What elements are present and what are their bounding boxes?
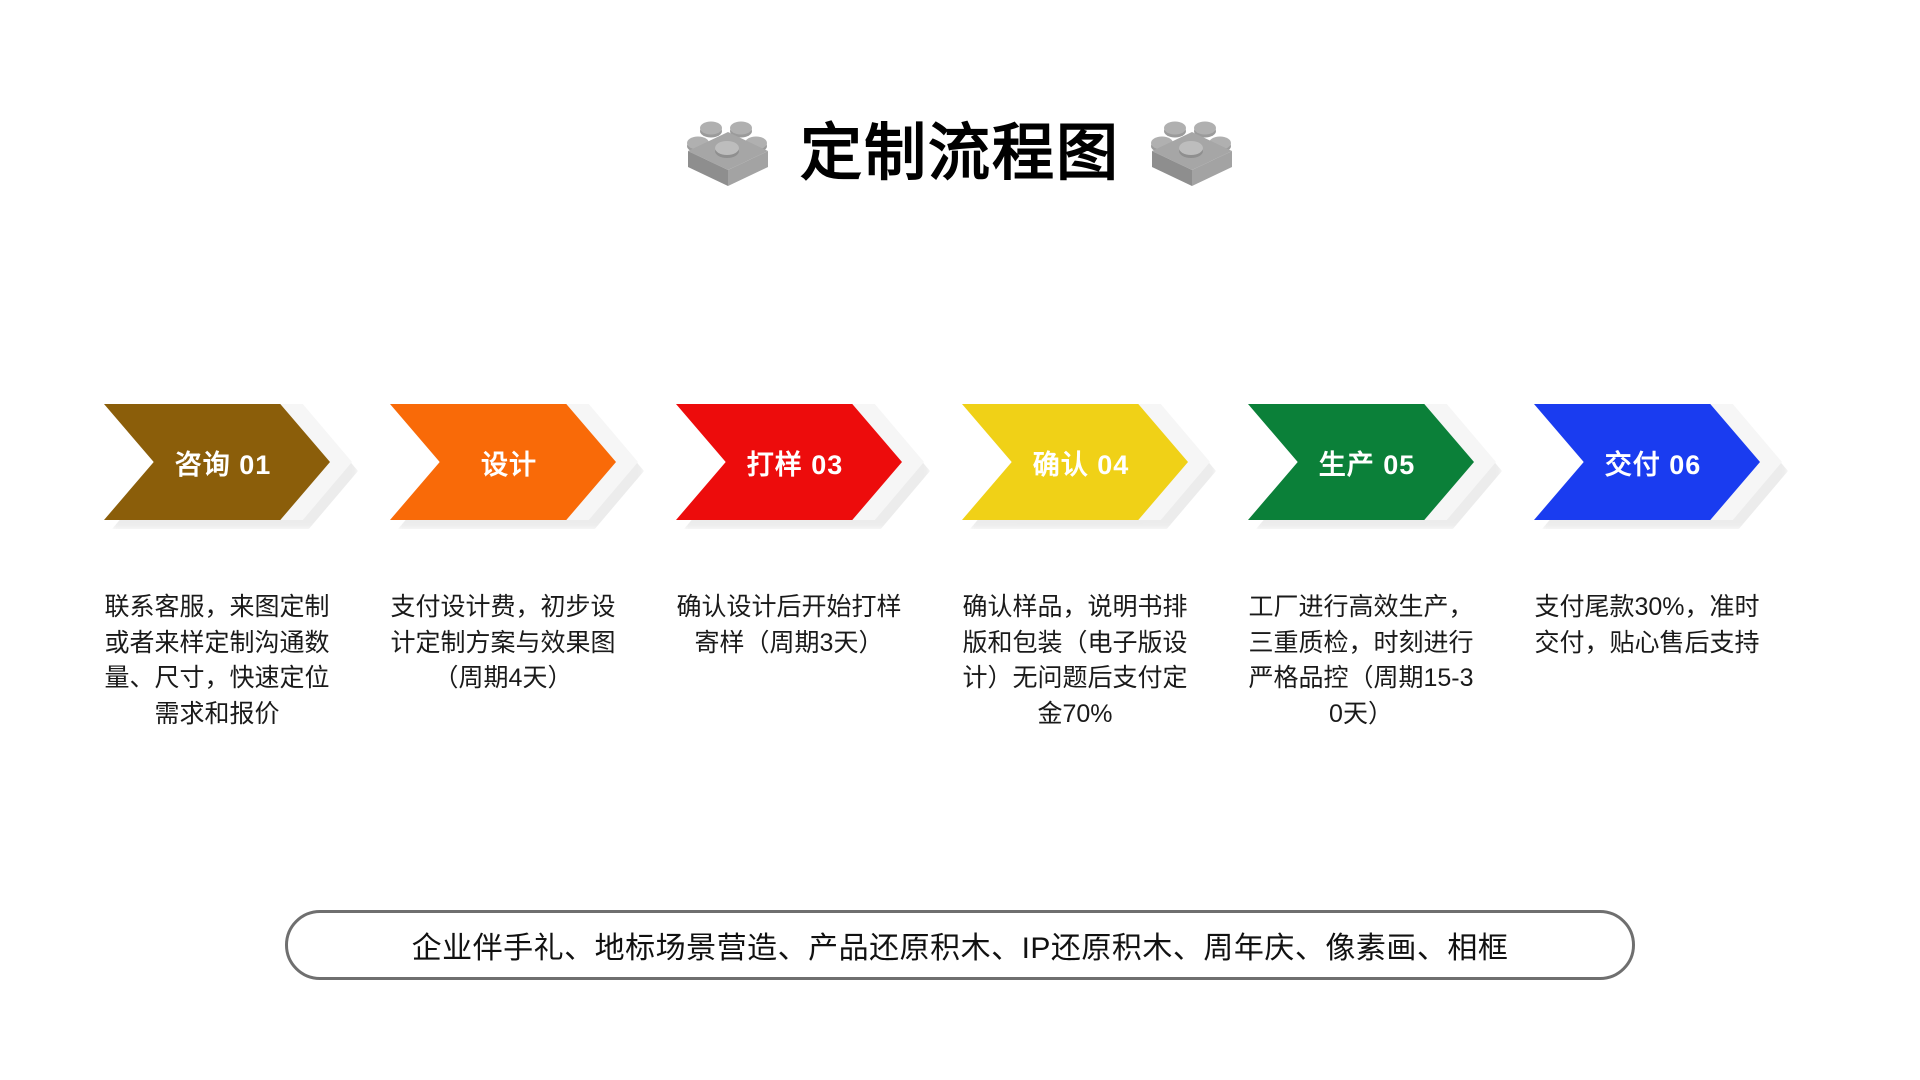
flow-step-label: 生产 05 xyxy=(1318,449,1416,480)
step-descriptions: 联系客服，来图定制或者来样定制沟通数量、尺寸，快速定位需求和报价 支付设计费，初… xyxy=(104,590,1824,732)
flow-step-label: 确认 04 xyxy=(1032,449,1130,480)
flow-step-6[interactable]: 交付 06 xyxy=(1534,404,1788,529)
page-title: 定制流程图 xyxy=(799,119,1120,188)
process-flow: 咨询 01 设计 打样 03 确认 04 生产 05 交付 06 xyxy=(104,404,1824,544)
flow-step-label: 打样 03 xyxy=(746,449,844,480)
flow-step-2[interactable]: 设计 xyxy=(390,404,644,529)
flow-step-1[interactable]: 咨询 01 xyxy=(104,404,358,529)
step-description-2: 支付设计费，初步设计定制方案与效果图（周期4天） xyxy=(390,593,616,692)
flow-step-label: 咨询 01 xyxy=(174,449,272,480)
page-header: 定制流程图 xyxy=(0,118,1920,190)
flow-step-4[interactable]: 确认 04 xyxy=(962,404,1216,529)
step-description-5: 工厂进行高效生产，三重质检，时刻进行严格品控（周期15-30天） xyxy=(1248,593,1474,728)
flow-step-label: 设计 xyxy=(481,449,537,480)
step-description-6: 支付尾款30%，准时交付，贴心售后支持 xyxy=(1534,593,1760,657)
step-description-4: 确认样品，说明书排版和包装（电子版设计）无问题后支付定金70% xyxy=(962,593,1188,728)
step-description-1: 联系客服，来图定制或者来样定制沟通数量、尺寸，快速定位需求和报价 xyxy=(104,593,330,728)
services-banner: 企业伴手礼、地标场景营造、产品还原积木、IP还原积木、周年庆、像素画、相框 xyxy=(285,910,1635,980)
flow-step-5[interactable]: 生产 05 xyxy=(1248,404,1502,529)
lego-brick-icon xyxy=(1150,118,1234,190)
services-banner-text: 企业伴手礼、地标场景营造、产品还原积木、IP还原积木、周年庆、像素画、相框 xyxy=(411,932,1509,965)
lego-brick-icon xyxy=(686,118,770,190)
flow-step-3[interactable]: 打样 03 xyxy=(676,404,930,529)
flow-step-label: 交付 06 xyxy=(1604,449,1702,480)
step-description-3: 确认设计后开始打样寄样（周期3天） xyxy=(676,593,902,657)
